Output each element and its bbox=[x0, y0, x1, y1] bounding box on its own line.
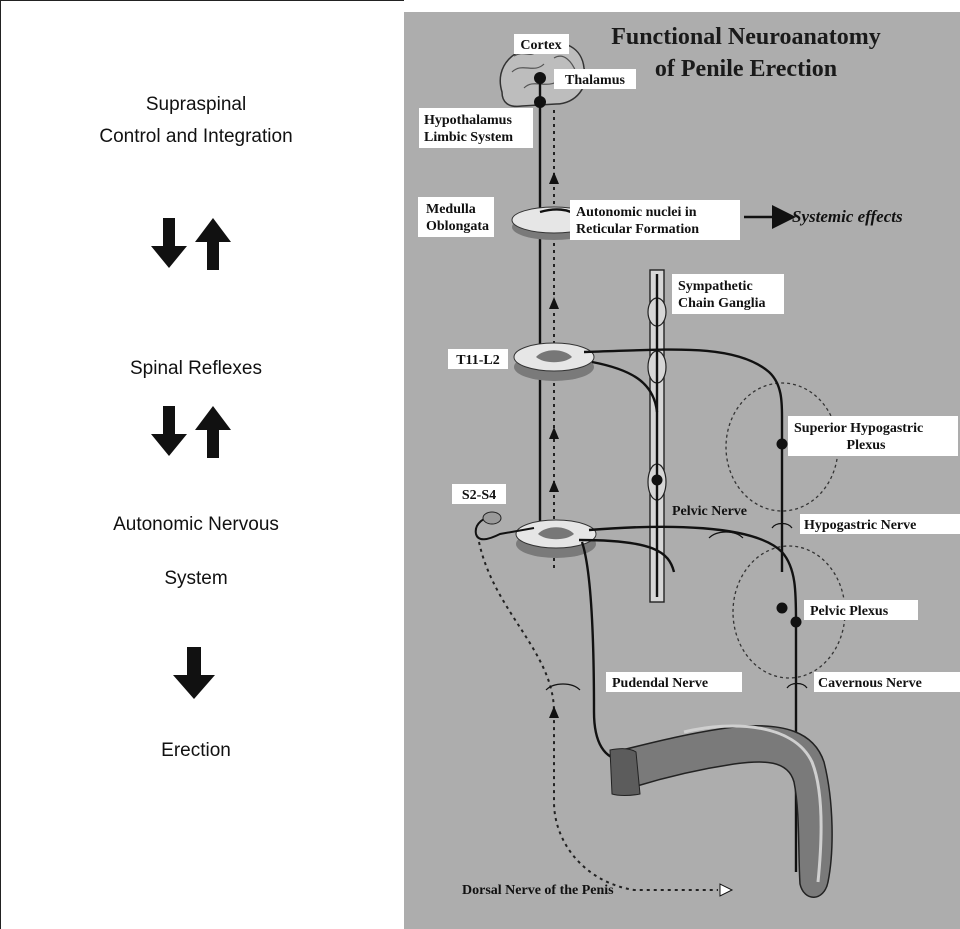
s2-s4-section bbox=[515, 519, 597, 558]
diagram-canvas: Functional Neuroanatomy of Penile Erecti… bbox=[418, 24, 960, 898]
cavernous-nerve-label: Cavernous Nerve bbox=[818, 676, 922, 691]
pelvic-nerve-path bbox=[588, 525, 798, 872]
pudendal-nerve-label: Pudendal Nerve bbox=[612, 676, 708, 691]
dorsal-nerve-path bbox=[478, 541, 718, 891]
neuroanatomy-diagram: Functional Neuroanatomy of Penile Erecti… bbox=[404, 12, 960, 929]
penis-illustration bbox=[609, 724, 833, 898]
chain-ganglion-node bbox=[651, 474, 663, 486]
limbic-system-label: Limbic System bbox=[424, 130, 513, 145]
thalamus-label: Thalamus bbox=[565, 73, 625, 88]
diagram-title: Functional Neuroanatomy bbox=[611, 24, 881, 50]
hypogastric-nerve-label: Hypogastric Nerve bbox=[804, 518, 916, 533]
sympathetic-outflow bbox=[583, 348, 784, 572]
autonomic-nuclei-label: Autonomic nuclei in bbox=[576, 205, 697, 220]
supraspinal-label: Supraspinal bbox=[145, 94, 247, 115]
medulla-label: Medulla bbox=[426, 202, 476, 217]
pelvic-nerve-label: Pelvic Nerve bbox=[672, 504, 747, 519]
sympathetic-label: Sympathetic bbox=[678, 279, 753, 294]
hypothalamus-label: Hypothalamus bbox=[424, 113, 512, 128]
autonomic-label-line2: System bbox=[164, 568, 228, 589]
autonomic-label: Autonomic Nervous bbox=[113, 514, 279, 535]
down-arrow-icon bbox=[151, 406, 187, 456]
t11-l2-section bbox=[513, 342, 595, 381]
plexus-label: Plexus bbox=[847, 438, 886, 453]
spinal-reflexes-label: Spinal Reflexes bbox=[129, 358, 263, 379]
bidirectional-arrows-1 bbox=[151, 218, 231, 270]
flow-panel: Supraspinal Control and Integration Spin… bbox=[0, 0, 404, 929]
sympathetic-chain bbox=[647, 269, 667, 603]
dorsal-nerve-label: Dorsal Nerve of the Penis bbox=[462, 883, 614, 898]
down-arrow-icon bbox=[151, 218, 187, 268]
up-arrow-icon bbox=[195, 218, 231, 270]
superior-hypogastric-node bbox=[776, 438, 788, 450]
down-arrow-icon bbox=[173, 647, 215, 699]
up-arrow-icon bbox=[195, 406, 231, 458]
pelvic-plexus-label: Pelvic Plexus bbox=[810, 604, 889, 619]
reticular-formation-label: Reticular Formation bbox=[576, 222, 699, 237]
oblongata-label: Oblongata bbox=[426, 219, 489, 234]
chain-ganglia-label: Chain Ganglia bbox=[678, 296, 766, 311]
superior-hypogastric-label: Superior Hypogastric bbox=[794, 421, 923, 436]
diagram-subtitle: of Penile Erection bbox=[655, 56, 837, 82]
pudendal-nerve-path bbox=[580, 541, 625, 762]
s2-s4-label: S2-S4 bbox=[462, 488, 496, 503]
erection-label: Erection bbox=[161, 740, 231, 761]
cortex-label: Cortex bbox=[520, 38, 561, 53]
down-arrow bbox=[173, 647, 215, 699]
supraspinal-label-line2: Control and Integration bbox=[99, 126, 293, 147]
pelvic-plexus-node-1 bbox=[776, 602, 788, 614]
t11-l2-label: T11-L2 bbox=[456, 353, 500, 368]
systemic-effects-label: Systemic effects bbox=[792, 207, 903, 226]
bidirectional-arrows-2 bbox=[151, 406, 231, 458]
pelvic-plexus-node-2 bbox=[790, 616, 802, 628]
